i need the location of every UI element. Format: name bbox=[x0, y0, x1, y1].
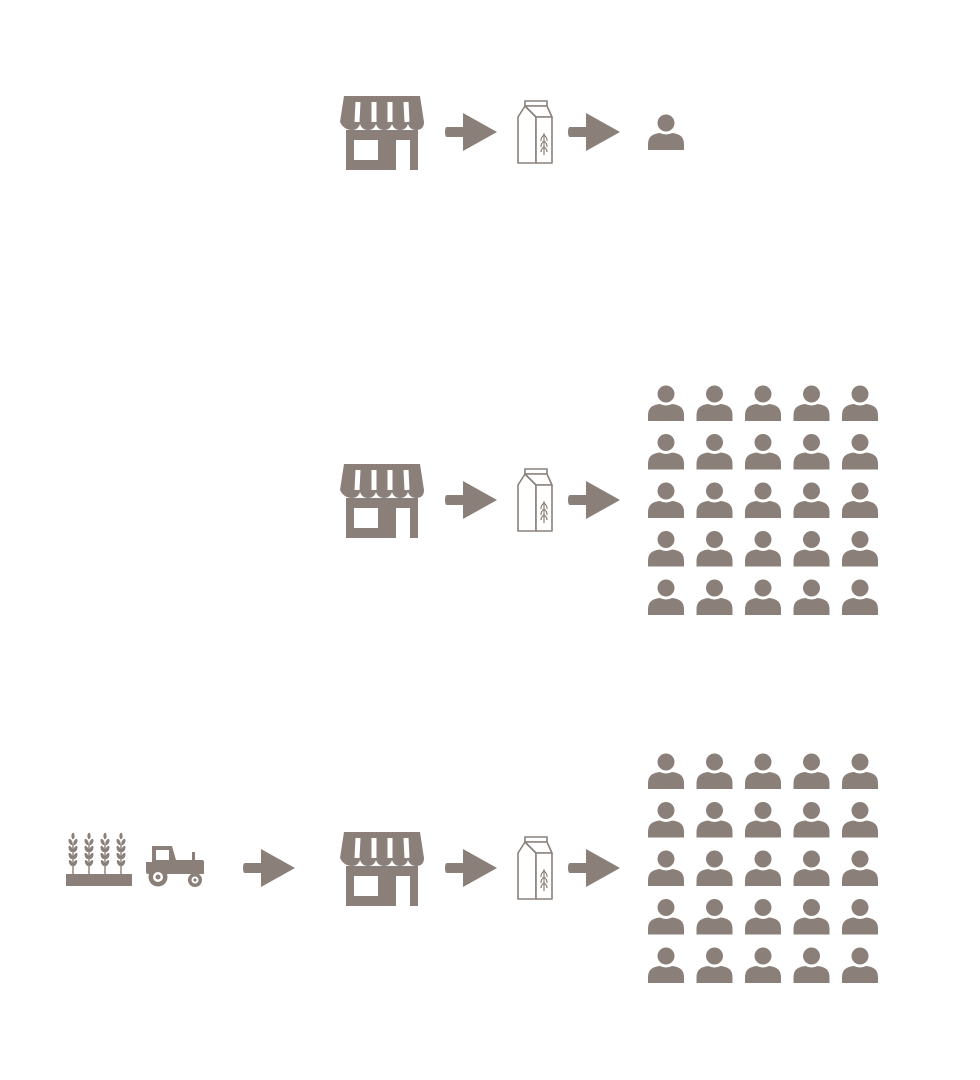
person-icon bbox=[745, 850, 781, 886]
person-icon bbox=[648, 899, 684, 935]
arrow-icon bbox=[445, 113, 497, 151]
person-icon bbox=[842, 899, 878, 935]
people-group bbox=[648, 385, 878, 615]
person-icon bbox=[648, 114, 684, 150]
person-icon bbox=[745, 753, 781, 789]
arrow-icon bbox=[568, 113, 620, 151]
milk-carton-icon bbox=[517, 468, 553, 532]
person-icon bbox=[793, 385, 830, 421]
person-icon bbox=[648, 579, 684, 615]
person-icon bbox=[745, 385, 781, 421]
arrow-icon bbox=[243, 849, 295, 887]
person-icon bbox=[648, 802, 684, 838]
person-icon bbox=[696, 531, 733, 567]
person-icon bbox=[842, 579, 878, 615]
arrow-icon bbox=[445, 481, 497, 519]
row-single-person bbox=[340, 96, 684, 170]
store-icon bbox=[340, 832, 424, 906]
person-icon bbox=[793, 802, 830, 838]
arrow-icon bbox=[568, 481, 620, 519]
person-icon bbox=[745, 482, 781, 518]
person-icon bbox=[648, 947, 684, 983]
person-icon bbox=[696, 482, 733, 518]
person-icon bbox=[696, 850, 733, 886]
person-icon bbox=[745, 434, 781, 470]
person-icon bbox=[842, 531, 878, 567]
store-icon bbox=[340, 464, 424, 538]
people-group bbox=[648, 753, 878, 983]
wheat-field-icon bbox=[66, 833, 132, 886]
arrow-icon bbox=[445, 849, 497, 887]
person-icon bbox=[696, 579, 733, 615]
person-icon bbox=[696, 434, 733, 470]
person-icon bbox=[842, 482, 878, 518]
person-icon bbox=[793, 482, 830, 518]
store-icon bbox=[340, 96, 424, 170]
person-icon bbox=[745, 947, 781, 983]
person-icon bbox=[745, 579, 781, 615]
arrow-icon bbox=[568, 849, 620, 887]
person-icon bbox=[793, 753, 830, 789]
person-icon bbox=[745, 802, 781, 838]
person-icon bbox=[842, 802, 878, 838]
person-icon bbox=[696, 802, 733, 838]
person-icon bbox=[648, 434, 684, 470]
person-icon bbox=[793, 579, 830, 615]
person-icon bbox=[793, 850, 830, 886]
person-icon bbox=[648, 482, 684, 518]
person-icon bbox=[696, 947, 733, 983]
person-icon bbox=[793, 531, 830, 567]
person-icon bbox=[696, 753, 733, 789]
milk-carton-icon bbox=[517, 836, 553, 900]
person-icon bbox=[842, 753, 878, 789]
person-icon bbox=[793, 434, 830, 470]
person-icon bbox=[842, 434, 878, 470]
person-icon bbox=[648, 850, 684, 886]
person-icon bbox=[793, 947, 830, 983]
row-many-people bbox=[340, 385, 878, 615]
person-icon bbox=[842, 385, 878, 421]
milk-carton-icon bbox=[517, 100, 553, 164]
person-icon bbox=[793, 899, 830, 935]
person-icon bbox=[648, 753, 684, 789]
row-farm-to-many-people bbox=[66, 753, 878, 983]
person-icon bbox=[696, 899, 733, 935]
tractor-icon bbox=[146, 846, 204, 887]
person-icon bbox=[696, 385, 733, 421]
person-icon bbox=[648, 385, 684, 421]
people-group bbox=[648, 114, 684, 150]
person-icon bbox=[745, 531, 781, 567]
person-icon bbox=[842, 850, 878, 886]
person-icon bbox=[648, 531, 684, 567]
person-icon bbox=[842, 947, 878, 983]
person-icon bbox=[745, 899, 781, 935]
